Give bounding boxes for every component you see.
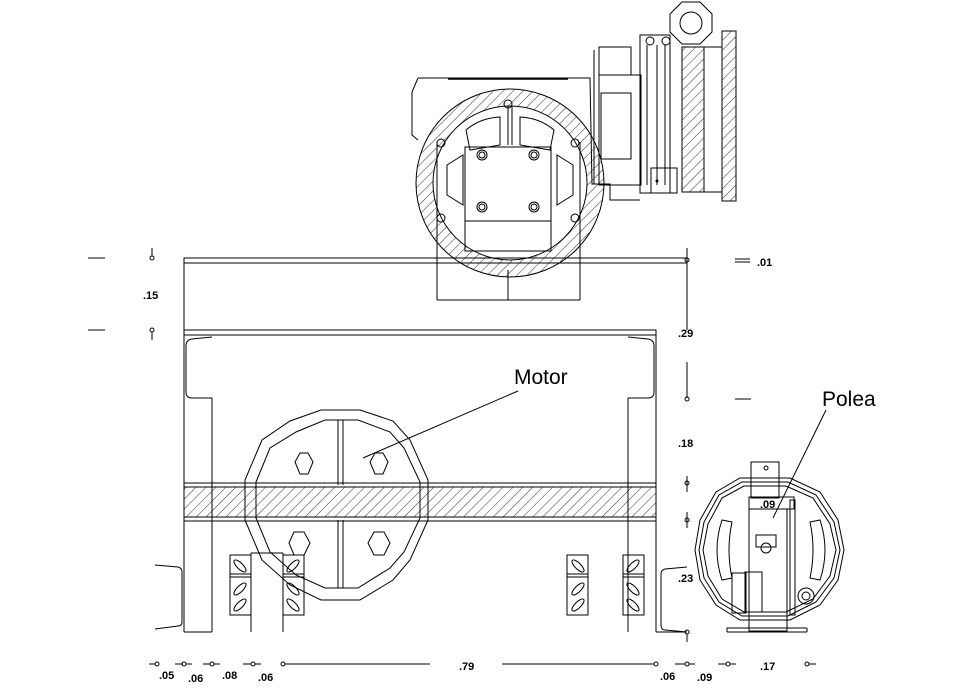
hex-nut (669, 1, 713, 45)
main-frame (154, 257, 688, 633)
clamp-left (229, 552, 305, 632)
dim-label: .15 (143, 290, 158, 302)
pulley-bracket (748, 508, 788, 632)
drive-shaft (183, 486, 657, 518)
pulley-side-view: .09 (694, 461, 845, 633)
dim-label: .06 (188, 673, 203, 685)
dim-label: .06 (660, 671, 675, 683)
brake-pad (681, 46, 705, 193)
motor-label: Motor (514, 366, 568, 389)
dim-label: .09 (760, 499, 775, 511)
right-dimension: .01 .29 .18 .23 (678, 248, 772, 642)
dim-label: .23 (678, 573, 693, 585)
clamp-right (566, 554, 645, 616)
dim-label: .29 (678, 328, 693, 340)
top-gearbox-view (411, 1, 737, 301)
dim-label: .17 (760, 661, 775, 673)
dim-label: .05 (159, 670, 174, 682)
pulley-callout: Polea (772, 388, 876, 519)
left-dimension: .15 (88, 248, 158, 340)
motor-body (598, 74, 642, 186)
dim-label: .01 (757, 257, 772, 269)
motor-callout: Motor (362, 366, 568, 459)
bottom-dimension: .05 .06 .08 .06 .79 .06 .09 .17 (149, 661, 816, 685)
dim-label: .18 (678, 438, 693, 450)
end-plate (721, 30, 737, 202)
dim-label: .06 (258, 672, 273, 684)
motor-pulley-outer (244, 409, 429, 601)
pulley-label: Polea (822, 388, 876, 411)
dim-label: .79 (459, 661, 474, 673)
pulley-outer (694, 477, 845, 621)
dim-label: .08 (222, 670, 237, 682)
dim-label: .09 (697, 672, 712, 684)
